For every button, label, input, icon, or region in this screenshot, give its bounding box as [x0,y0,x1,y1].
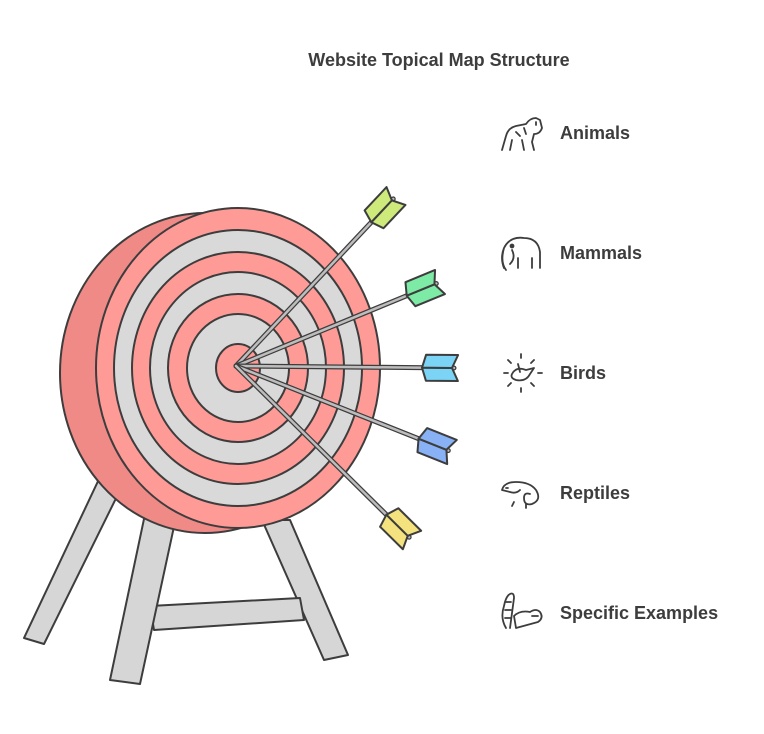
legend-item-specific-examples: Specific Examples [496,588,718,638]
arrow-shaft-core [234,364,456,370]
arrow-fletching [404,268,437,297]
arrow-shaft-core [234,364,411,539]
arrow-shaft-core [234,364,450,452]
arrow-fletching [417,427,458,451]
legend-item-reptiles: Reptiles [496,468,630,518]
arrow-fletching [421,366,459,382]
tiger-icon [501,117,543,151]
legend-item-mammals: Mammals [496,228,642,278]
arrow-specific-examples [233,363,423,551]
arrow-fletching [421,353,460,369]
legend-item-label: Birds [560,362,607,383]
arrow-mammals [233,268,446,369]
arrow-fletching [363,186,393,224]
stand-crossbar [149,597,305,631]
page-title: Website Topical Map Structure [308,50,570,70]
legend-item-label: Animals [560,122,631,143]
arrow-birds [233,353,460,382]
bird-icon [503,353,543,393]
mammoth-icon [501,236,541,271]
arrow-fletching [385,507,423,537]
arrow-shaft-core [234,282,438,368]
legend-item-animals: Animals [496,108,630,158]
legend-item-label: Reptiles [560,482,631,503]
legend-item-label: Mammals [560,242,643,263]
chameleon-icon [501,481,540,509]
raccoon-icon [501,592,543,629]
legend-item-birds: Birds [496,348,606,398]
legend-item-label: Specific Examples [560,602,719,623]
arrow-reptiles [233,363,458,466]
stand-back-leg [261,519,349,661]
arrow-shaft-core [234,197,395,368]
arrow-animals [233,186,407,369]
